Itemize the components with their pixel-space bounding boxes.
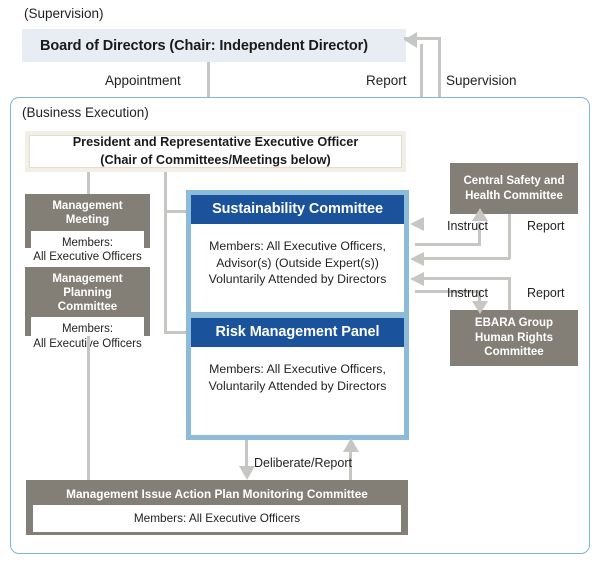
sustainability-members-line3: Voluntarily Attended by Directors <box>208 272 387 287</box>
label-report-top: Report <box>366 73 407 88</box>
risk-members-line1: Members: All Executive Officers, <box>209 362 386 376</box>
management-meeting-title: Management Meeting <box>52 200 123 226</box>
management-meeting-members-line1: Members: <box>61 236 114 249</box>
president-box: President and Representative Executive O… <box>25 131 406 172</box>
president-title-line2: (Chair of Committees/Meetings below) <box>100 152 331 167</box>
connector-left-to-bottom-committee <box>87 336 90 480</box>
central-safety-line1: Central Safety and <box>463 174 565 187</box>
connector-instruct-1-vertical <box>478 222 481 245</box>
sustainability-committee-header: Sustainability Committee <box>191 195 404 224</box>
connector-supervision-elbow <box>404 37 441 40</box>
ebara-human-rights-committee-label: EBARA Group Human Rights Committee <box>475 316 553 361</box>
management-planning-committee-title-line2: Committee <box>57 300 118 313</box>
label-deliberate-report: Deliberate/Report <box>254 456 352 470</box>
connector-report-1-horizontal <box>424 257 510 260</box>
management-meeting-members-line2: All Executive Officers <box>33 250 142 263</box>
risk-management-panel-header: Risk Management Panel <box>191 318 404 347</box>
sustainability-members-line1: Members: All Executive Officers, <box>209 239 386 253</box>
board-of-directors-box: Board of Directors (Chair: Independent D… <box>22 29 406 62</box>
connector-deliberate-down <box>245 440 248 470</box>
management-meeting-box: Management Meeting Members: All Executiv… <box>25 194 150 271</box>
connector-report-2-vertical <box>508 277 511 310</box>
connector-report-2-horizontal <box>424 277 510 280</box>
central-safety-health-committee-box: Central Safety and Health Committee <box>450 163 578 214</box>
management-planning-committee-members-line1: Members: <box>61 323 114 336</box>
connector-branch-to-risk-panel <box>164 331 188 334</box>
central-safety-line2: Health Committee <box>465 189 563 202</box>
risk-management-panel-members: Members: All Executive Officers, Volunta… <box>191 347 404 400</box>
label-appointment: Appointment <box>105 73 181 88</box>
business-execution-label: (Business Execution) <box>22 105 149 120</box>
sustainability-committee-members: Members: All Executive Officers, Advisor… <box>191 224 404 294</box>
management-planning-committee-title: Management Planning Committee <box>31 271 144 317</box>
arrow-head-report-2-left <box>410 272 424 286</box>
arrow-head-instruct-1-up <box>472 208 488 221</box>
arrow-head-report-1-left <box>410 252 424 266</box>
sustainability-members-line2: Advisor(s) (Outside Expert(s)) <box>216 255 379 270</box>
ebara-hr-line3: Committee <box>484 346 544 359</box>
management-planning-committee-box: Management Planning Committee Members: A… <box>25 267 150 358</box>
arrow-head-report-bottom-up <box>343 438 359 452</box>
management-issue-action-plan-box: Management Issue Action Plan Monitoring … <box>26 480 408 535</box>
management-issue-action-plan-title: Management Issue Action Plan Monitoring … <box>66 487 368 501</box>
ebara-hr-line2: Human Rights <box>475 331 553 344</box>
label-report-2: Report <box>527 286 565 300</box>
management-issue-action-plan-members: Members: All Executive Officers <box>33 505 401 532</box>
connector-president-to-blue-panels <box>164 172 167 334</box>
arrow-head-to-board <box>404 32 417 48</box>
connector-report-bottom-up <box>349 450 352 482</box>
president-title-line1: President and Representative Executive O… <box>72 135 359 150</box>
label-instruct-1: Instruct <box>447 219 488 233</box>
connector-report-1-vertical <box>508 214 511 259</box>
supervision-section-label: (Supervision) <box>24 6 104 21</box>
connector-instruct-2-vertical <box>478 290 481 306</box>
management-meeting-members: Members: All Executive Officers <box>31 230 144 271</box>
ebara-hr-line1: EBARA Group <box>474 316 554 329</box>
arrow-head-instruct-2-down <box>472 301 488 314</box>
connector-instruct-2-horizontal <box>415 290 481 293</box>
risk-management-panel: Risk Management Panel Members: All Execu… <box>191 318 404 435</box>
committees-blue-container: Sustainability Committee Members: All Ex… <box>186 190 409 440</box>
label-supervision: Supervision <box>446 73 517 88</box>
board-of-directors-title: Board of Directors (Chair: Independent D… <box>40 37 368 54</box>
connector-branch-to-sustainability <box>164 210 188 213</box>
label-instruct-2: Instruct <box>447 286 488 300</box>
sustainability-committee-panel: Sustainability Committee Members: All Ex… <box>191 195 404 312</box>
arrow-head-deliberate-down <box>239 466 255 480</box>
central-safety-health-committee-label: Central Safety and Health Committee <box>464 174 565 204</box>
management-planning-committee-title-line1: Management Planning <box>52 273 123 299</box>
ebara-human-rights-committee-box: EBARA Group Human Rights Committee <box>450 310 578 366</box>
label-report-1: Report <box>527 219 565 233</box>
connector-instruct-1-horizontal <box>415 243 481 246</box>
risk-members-line2: Voluntarily Attended by Directors <box>208 378 387 393</box>
arrow-head-report-top-left <box>410 217 424 231</box>
